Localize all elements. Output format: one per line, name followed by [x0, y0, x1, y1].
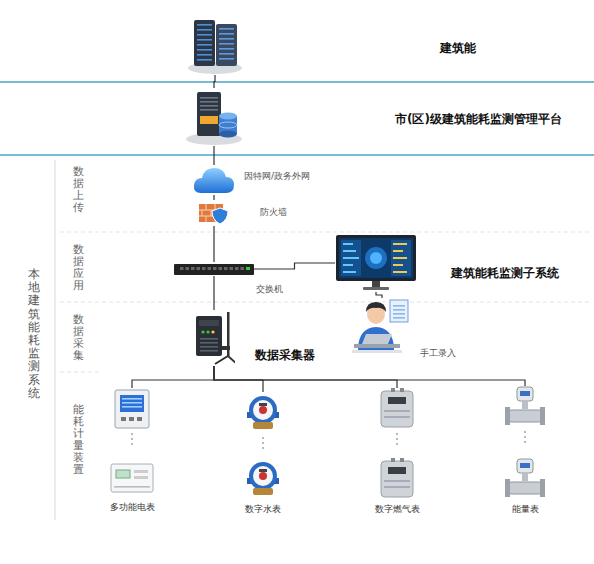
node-label: 数字水表	[245, 504, 281, 515]
water-meter: 数字水表	[245, 392, 281, 498]
platform-server: 市(区)级建筑能耗监测管理平台	[183, 88, 245, 146]
section-divider	[60, 372, 100, 373]
tier-line	[0, 81, 594, 83]
connector	[214, 366, 525, 386]
connector	[213, 276, 214, 310]
icon	[183, 88, 245, 146]
node-label: 能量表	[512, 504, 539, 515]
node-label: 数据采集器	[255, 348, 315, 362]
connector	[214, 366, 397, 388]
node-label: 建筑能	[440, 41, 476, 55]
icon	[193, 310, 235, 366]
section-label: 数据采集	[73, 314, 84, 362]
tier-line	[0, 154, 594, 156]
server-icon: 建筑能	[185, 15, 245, 75]
node-label: 数字燃气表	[375, 504, 420, 515]
node-label: 手工录入	[420, 348, 456, 359]
collector-icon: 数据采集器	[193, 310, 235, 366]
section-label: 数据上传	[73, 166, 84, 214]
connector	[254, 263, 335, 269]
section-label: 数据应用	[73, 244, 84, 292]
icon	[352, 298, 412, 360]
node-label: 市(区)级建筑能耗监测管理平台	[395, 112, 562, 126]
cloud-icon: 因特网/政务外网	[192, 165, 236, 195]
connector	[213, 226, 214, 262]
connector	[214, 366, 263, 392]
operator-icon: 手工录入	[352, 298, 412, 360]
node-label: 防火墙	[260, 207, 287, 218]
connector	[376, 292, 382, 298]
bracket-line	[55, 160, 56, 520]
icon	[192, 165, 236, 195]
node-label: 因特网/政务外网	[244, 171, 310, 182]
icon	[110, 388, 154, 496]
icon	[245, 392, 281, 498]
section-label: 能耗计量装置	[73, 404, 84, 477]
firewall-icon: 防火墙	[198, 200, 230, 226]
section-divider	[60, 302, 590, 303]
power-meter: 多功能电表	[110, 388, 154, 496]
section-divider	[60, 232, 590, 233]
gas-meter: 数字燃气表	[378, 388, 416, 498]
system-label: 本地建筑能耗监测系统	[28, 268, 40, 400]
icon	[335, 234, 417, 292]
node-label: 交换机	[256, 284, 283, 295]
icon	[505, 386, 545, 498]
monitor-icon: 建筑能耗监测子系统	[335, 234, 417, 292]
icon	[174, 262, 254, 276]
connector	[214, 75, 215, 88]
switch-icon: 交换机	[174, 262, 254, 276]
connector	[213, 195, 214, 200]
node-label: 多功能电表	[110, 502, 155, 513]
node-label: 建筑能耗监测子系统	[451, 266, 559, 280]
icon	[378, 388, 416, 498]
icon	[198, 200, 230, 226]
connector	[132, 366, 214, 388]
icon	[185, 15, 245, 75]
connector	[213, 146, 214, 165]
energy-meter: 能量表	[505, 386, 545, 498]
